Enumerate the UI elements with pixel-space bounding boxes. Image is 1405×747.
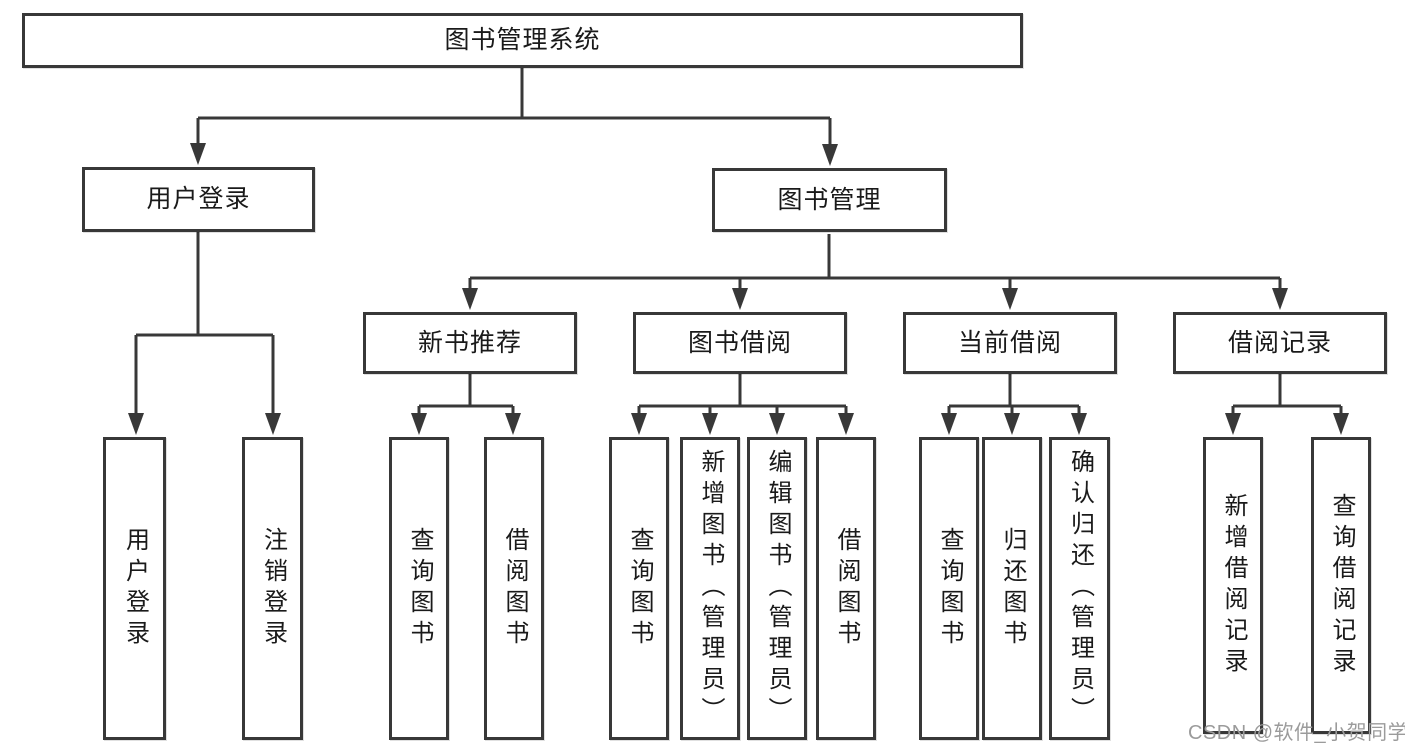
edge-current-split [947,374,1081,416]
node-label: 当前借阅 [957,328,1062,357]
node-label: 查询图书 [406,526,433,651]
root-node: 图书管理系统 [22,13,1023,68]
leaf-node-user-login: 用户登录 [103,437,166,740]
branch-node-book-management: 图书管理 [712,168,947,232]
node-label: 归还图书 [999,526,1026,651]
csdn-watermark: CSDN @软件_小贺同学 [1188,722,1405,744]
leaf-node-query-books-recommend: 查询图书 [389,437,449,740]
leaf-node-query-books-current: 查询图书 [919,437,979,740]
leaf-node-add-borrow-record: 新增借阅记录 [1203,437,1263,734]
node-label: 借阅图书 [501,526,528,651]
branch-node-user-login: 用户登录 [82,167,315,232]
node-label: 查询借阅记录 [1328,492,1355,679]
leaf-node-logout: 注销登录 [242,437,303,740]
node-label: 新增图书（管理员） [697,449,724,728]
module-node-book-borrowing: 图书借阅 [633,312,847,374]
leaf-node-confirm-return-admin: 确认归还（管理员） [1049,437,1110,740]
node-label: 借阅记录 [1227,328,1332,357]
node-label: 注销登录 [259,526,287,651]
node-label: 用户登录 [146,185,251,213]
leaf-node-query-borrow-record: 查询借阅记录 [1311,437,1371,734]
node-label: 用户登录 [121,526,149,651]
node-label: 编辑图书（管理员） [764,449,791,728]
edge-userlogin-split [134,232,275,416]
edge-recommend-split [417,374,515,416]
node-label: 图书借阅 [687,328,792,357]
edge-borrowing-split [637,374,848,416]
module-node-new-book-recommendation: 新书推荐 [363,312,577,374]
leaf-node-edit-book-admin: 编辑图书（管理员） [747,437,807,740]
edge-records-split [1231,374,1343,416]
leaf-node-return-books: 归还图书 [982,437,1042,740]
node-label: 查询图书 [936,526,963,651]
node-label: 图书管理系统 [444,26,601,54]
node-label: 借阅图书 [833,526,860,651]
node-label: 查询图书 [626,526,653,651]
edge-bookmgmt-split [468,234,1282,292]
node-label: 新增借阅记录 [1220,492,1247,679]
leaf-node-borrow-books-recommend: 借阅图书 [484,437,544,740]
module-node-borrowing-records: 借阅记录 [1173,312,1387,374]
leaf-node-borrow-books-borrowing: 借阅图书 [816,437,876,740]
leaf-node-query-books-borrowing: 查询图书 [609,437,669,740]
module-node-current-borrowing: 当前借阅 [903,312,1117,374]
edge-root-split [196,68,832,147]
node-label: 图书管理 [777,185,882,214]
leaf-node-add-book-admin: 新增图书（管理员） [680,437,740,740]
node-label: 新书推荐 [417,328,522,357]
node-label: 确认归还（管理员） [1066,449,1094,728]
